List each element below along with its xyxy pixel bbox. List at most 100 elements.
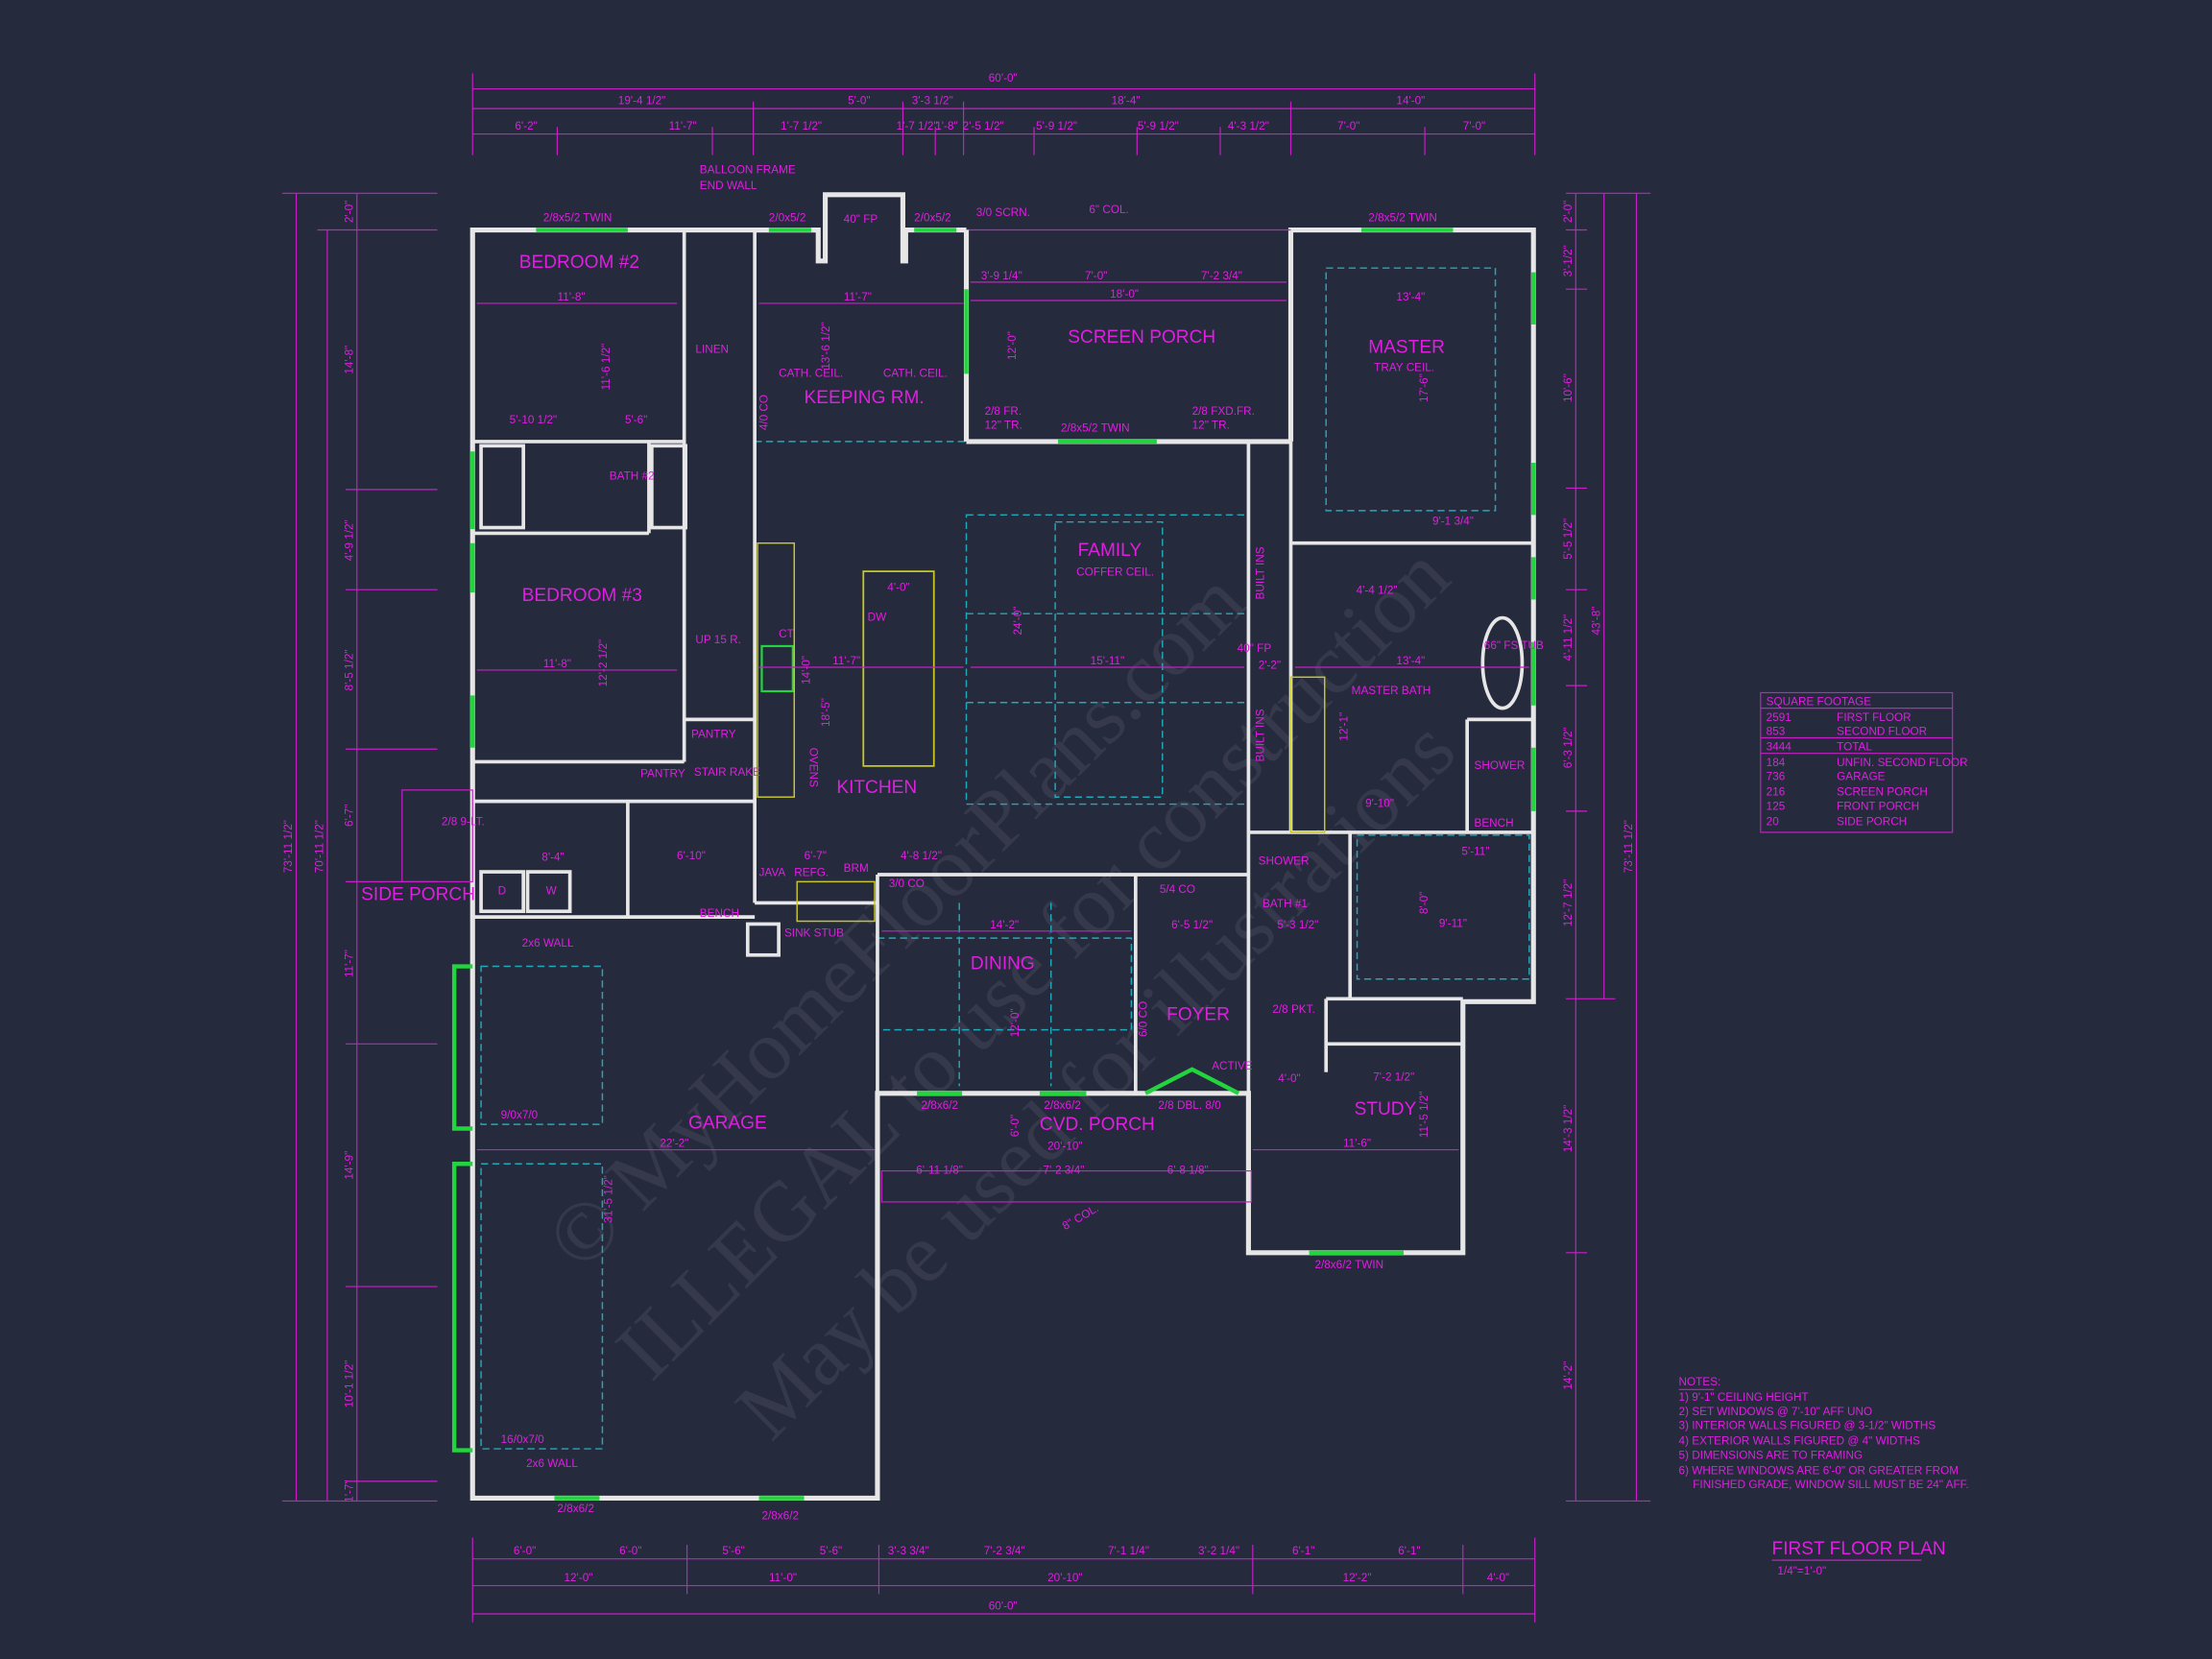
annotation: BALLOON FRAME bbox=[700, 164, 796, 177]
top-dimensions: 60'-0" 19'-4 1/2" 5'-0" 3'-3 1/2" 18'-4"… bbox=[471, 72, 1536, 156]
dim-label: 4'-0" bbox=[887, 582, 909, 594]
dim-label: 14'-3 1/2" bbox=[1562, 1105, 1575, 1153]
dim-label: 14'-0" bbox=[800, 656, 812, 685]
room-label: UP 15 R. bbox=[695, 634, 740, 646]
watermark-line-1: © MyHomeFloorPlans.com bbox=[529, 554, 1262, 1287]
dim-label: 13'-4" bbox=[1396, 655, 1425, 667]
room-side-porch: SIDE PORCH bbox=[361, 884, 475, 904]
dim-label: 8'-5 1/2" bbox=[343, 649, 355, 690]
door-label: 12" TR. bbox=[985, 420, 1022, 432]
dim-label: 15'-11" bbox=[1091, 655, 1125, 667]
dim-label: 12'-2 1/2" bbox=[597, 639, 610, 687]
sf-label: FIRST FLOOR bbox=[1837, 711, 1911, 724]
dim-label: 6'-0" bbox=[619, 1545, 641, 1557]
dim-label: 11'-8" bbox=[543, 658, 571, 670]
room-note: COFFER CEIL. bbox=[1076, 566, 1154, 579]
dim-label: 19'-4 1/2" bbox=[618, 95, 666, 108]
sink-icon bbox=[760, 644, 794, 693]
dim-label: 3'-9 1/4" bbox=[981, 270, 1022, 282]
note-item: 2) SET WINDOWS @ 7'-10" AFF UNO bbox=[1679, 1406, 1873, 1418]
room-label: STAIR RAKE bbox=[694, 766, 760, 779]
sf-value: 184 bbox=[1767, 757, 1786, 769]
dim-label: 7'-2 3/4" bbox=[1043, 1165, 1084, 1177]
dim-label: 1'-8" bbox=[935, 120, 957, 132]
door-label: 6/0 CO bbox=[1138, 1001, 1150, 1037]
interior-dimensions: 11'-8" 11'-6 1/2" 11'-8" 12'-2 1/2" 11'-… bbox=[476, 270, 1529, 1223]
sf-value: 216 bbox=[1767, 786, 1786, 799]
room-label: SINK STUB bbox=[784, 927, 844, 940]
dim-label: 6'-8 1/8" bbox=[1167, 1165, 1209, 1177]
dim-right-total: 73'-11 1/2" bbox=[1623, 820, 1635, 873]
window-label: 2/8x5/2 TWIN bbox=[1061, 422, 1130, 435]
dim-label: 5'-6" bbox=[820, 1545, 842, 1557]
dim-label: 5'-3 1/2" bbox=[1277, 919, 1318, 931]
dim-label: 14'-8" bbox=[343, 346, 355, 374]
annotation: 6" COL. bbox=[1089, 204, 1128, 216]
dim-label: 12'-0" bbox=[1009, 1008, 1022, 1037]
dim-label: 5'-11" bbox=[1461, 845, 1489, 857]
dim-label: 3'-1/2" bbox=[1562, 245, 1575, 276]
dim-label: 11'-6" bbox=[1343, 1138, 1371, 1150]
dim-label: 5'-9 1/2" bbox=[1138, 120, 1179, 132]
tub-icon bbox=[1480, 615, 1525, 710]
window-label: 2/0x5/2 bbox=[914, 212, 951, 225]
dim-label: 9'-11" bbox=[1439, 917, 1467, 929]
annotation: OVENS bbox=[806, 748, 819, 787]
dryer-icon bbox=[479, 870, 525, 914]
dim-label: 9'-1 3/4" bbox=[1432, 516, 1474, 528]
sf-label: FRONT PORCH bbox=[1837, 800, 1919, 812]
dim-label: 4'-11 1/2" bbox=[1562, 614, 1575, 661]
dim-label: 11'-7" bbox=[832, 655, 860, 667]
room-garage: GARAGE bbox=[688, 1114, 767, 1134]
dim-bottom-total: 60'-0" bbox=[989, 1600, 1018, 1613]
dim-label: 1'-7 1/2" bbox=[781, 120, 822, 132]
dim-label: 5'-6" bbox=[625, 414, 647, 426]
dim-label: 14'-2" bbox=[1562, 1361, 1575, 1390]
room-label: PANTRY bbox=[691, 728, 736, 740]
sf-label: SECOND FLOOR bbox=[1837, 726, 1927, 738]
dim-label: 7'-0" bbox=[1337, 120, 1359, 132]
dim-label: 13'-6 1/2" bbox=[820, 322, 832, 370]
sf-label: UNFIN. SECOND FLOOR bbox=[1837, 757, 1967, 769]
dim-left-total-2: 70'-11 1/2" bbox=[313, 820, 325, 873]
dim-label: 6'-2" bbox=[515, 120, 537, 132]
sheet-scale: 1/4"=1'-0" bbox=[1777, 1565, 1826, 1577]
porch-line bbox=[880, 1170, 1252, 1203]
dim-label: 4'-4 1/2" bbox=[1357, 585, 1398, 597]
dim-label: 3'-3 1/2" bbox=[912, 95, 953, 108]
fixtures bbox=[401, 444, 1525, 1203]
annotation: DW bbox=[868, 612, 887, 624]
room-dining: DINING bbox=[971, 953, 1035, 974]
square-footage-table: SQUARE FOOTAGE 2591 FIRST FLOOR 853 SECO… bbox=[1760, 691, 1968, 833]
dim-label: 20'-10" bbox=[1047, 1572, 1082, 1584]
dim-right-mid: 43'-8" bbox=[1590, 607, 1602, 636]
dim-label: 18'-5" bbox=[820, 698, 832, 727]
room-bedroom-3: BEDROOM #3 bbox=[522, 586, 642, 606]
room-study: STUDY bbox=[1355, 1099, 1417, 1119]
dim-label: 5'-5 1/2" bbox=[1562, 518, 1575, 560]
annotation: BUILT INS bbox=[1255, 709, 1267, 761]
door-label: 12" TR. bbox=[1192, 420, 1230, 432]
dim-label: 13'-4" bbox=[1396, 291, 1425, 303]
door-label: 2/8 FR. bbox=[985, 405, 1022, 418]
dim-label: 5'-6" bbox=[722, 1545, 744, 1557]
window-label: 2/8x6/2 bbox=[1044, 1099, 1081, 1112]
garage-door-label: 9/0x7/0 bbox=[501, 1109, 539, 1121]
bathtub-icon bbox=[479, 444, 525, 530]
side-porch-outline bbox=[401, 789, 473, 882]
dim-label: 10'-1 1/2" bbox=[343, 1360, 355, 1408]
dim-label: 6'-7" bbox=[343, 805, 355, 827]
annotation: BUILT INS bbox=[1255, 546, 1267, 599]
windows bbox=[451, 228, 1536, 1501]
dim-label: 14'-0" bbox=[1396, 95, 1425, 108]
door-label: 2/8 9-LT. bbox=[442, 816, 485, 829]
room-family: FAMILY bbox=[1078, 541, 1142, 561]
door-label: 5/4 CO bbox=[1160, 883, 1195, 896]
dim-label: 18'-0" bbox=[1110, 288, 1139, 301]
annotation: 2x6 WALL bbox=[526, 1457, 578, 1470]
annotation: CT bbox=[779, 628, 794, 640]
dim-label: 2'-0" bbox=[1562, 201, 1575, 223]
dim-label: 11'-8" bbox=[558, 291, 586, 303]
dim-label: 4'-3 1/2" bbox=[1228, 120, 1269, 132]
room-keeping: KEEPING RM. bbox=[805, 388, 925, 408]
